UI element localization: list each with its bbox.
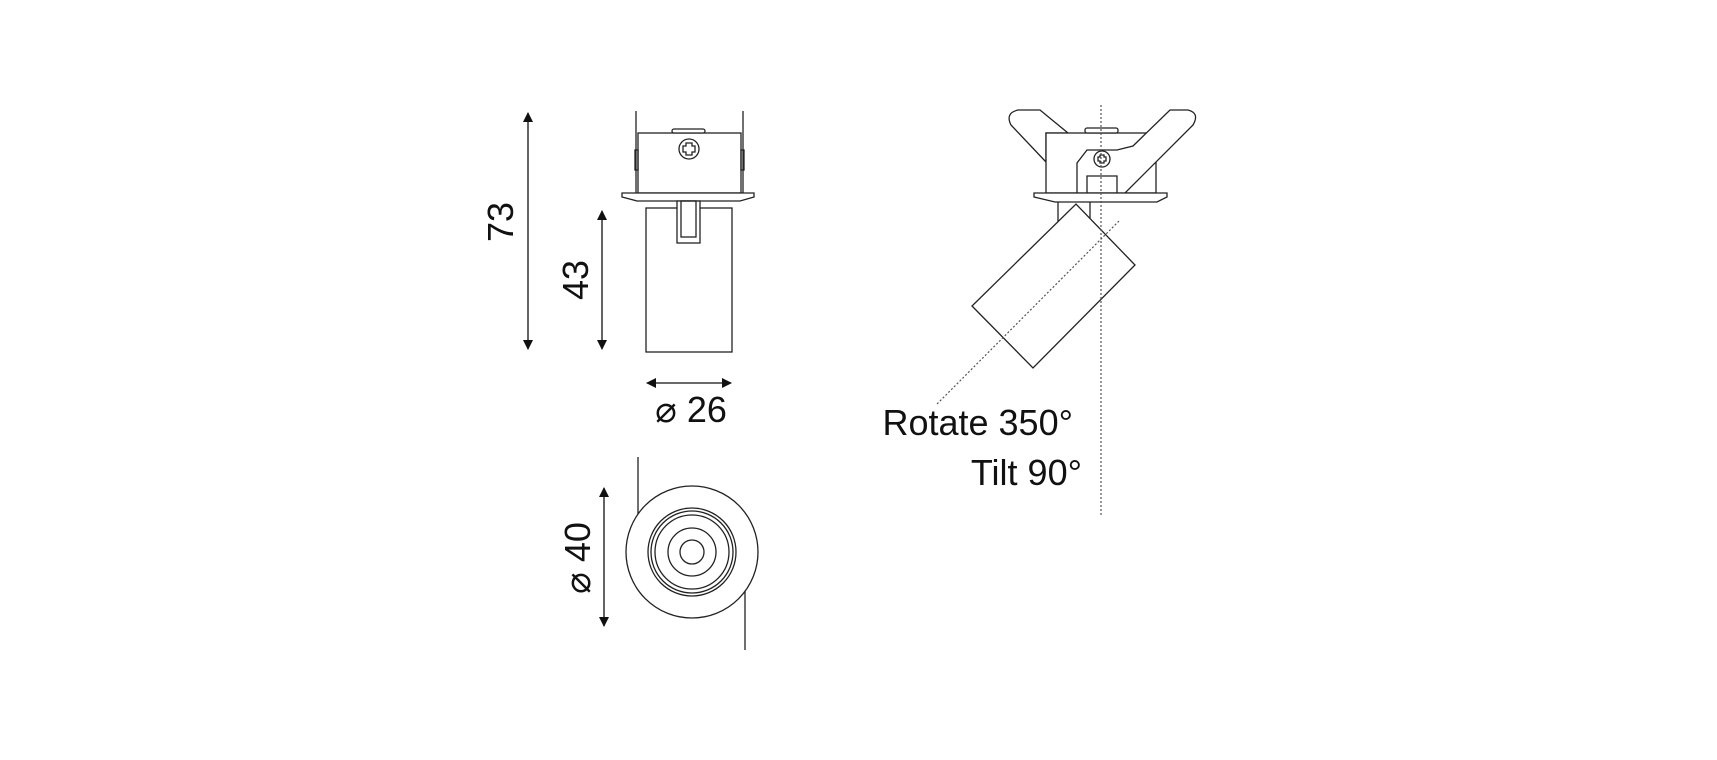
mounting-box xyxy=(621,111,755,202)
trim-ring xyxy=(625,485,759,619)
tilt-label: Tilt 90° xyxy=(971,452,1082,493)
screw-icon xyxy=(678,138,700,160)
cylinder-diameter-label: ⌀ 26 xyxy=(655,389,727,430)
beam-axis-line xyxy=(935,220,1120,406)
right-spring-clip xyxy=(1076,109,1197,194)
bottom-view: ⌀ 40 xyxy=(557,457,759,650)
rotate-label: Rotate 350° xyxy=(882,402,1073,443)
screw-icon xyxy=(1093,150,1111,168)
flange xyxy=(621,192,755,202)
tilted-cylinder xyxy=(971,203,1136,369)
cylinder-height-label: 43 xyxy=(555,260,596,300)
lens xyxy=(679,539,705,565)
left-spring-clip xyxy=(1008,109,1070,164)
side-view: 73 43 ⌀ 26 xyxy=(480,111,755,430)
total-height-label: 73 xyxy=(480,202,521,242)
trim-diameter-label: ⌀ 40 xyxy=(557,522,598,594)
tilted-view: Rotate 350° Tilt 90° xyxy=(882,105,1197,515)
